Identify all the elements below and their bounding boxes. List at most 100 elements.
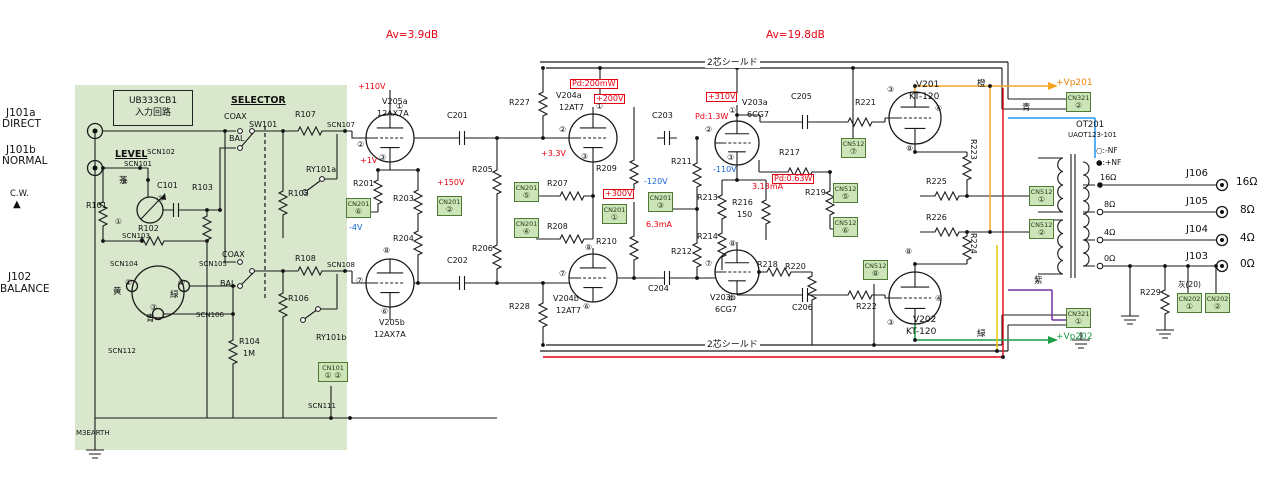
wire-orange: [914, 85, 1048, 232]
tube-v204a: [568, 113, 618, 163]
junction-dot: [872, 343, 876, 347]
resistor-r106: [277, 289, 289, 321]
resistor-r108: [294, 265, 326, 277]
tap-8-terminal: [1096, 208, 1104, 216]
junction-dot: [541, 343, 545, 347]
tap-0-terminal: [1096, 262, 1104, 270]
junction-dot: [913, 150, 917, 154]
capacitor-c203: [657, 131, 677, 145]
resistor-r211: [691, 159, 703, 191]
junction-dots: [101, 66, 1218, 420]
junction-dot: [541, 136, 545, 140]
junction-dot: [343, 269, 347, 273]
switch-contact: [302, 189, 308, 195]
jack-j102-connector: [131, 265, 185, 319]
resistor-r225: [931, 190, 963, 202]
junction-dot: [223, 129, 227, 133]
junction-dot: [281, 269, 285, 273]
junction-dot: [695, 207, 699, 211]
resistor-r219: [824, 187, 836, 219]
junction-dot: [541, 66, 545, 70]
jack-j104-pin: [1220, 238, 1224, 242]
jack-j101b-pin: [92, 165, 98, 171]
shield-rails: [540, 61, 1066, 352]
jack-j102-pin3: [151, 307, 165, 321]
tube-electrodes: [889, 92, 930, 144]
tube-electrodes: [569, 114, 607, 162]
tube-electrodes: [889, 272, 930, 324]
resistor-r208: [556, 233, 588, 245]
ground-symbols: [86, 315, 1174, 459]
colored-wires: [543, 82, 1096, 358]
junction-dot: [1001, 355, 1005, 359]
tube-v205a: [365, 113, 415, 163]
junction-dot: [218, 208, 222, 212]
junction-dot: [231, 312, 235, 316]
junction-dot: [495, 281, 499, 285]
resistor-r105: [277, 187, 289, 219]
jack-j105-pin: [1220, 210, 1224, 214]
capacitor-c202: [452, 276, 472, 290]
tap-4-terminal: [1096, 236, 1104, 244]
junction-dot: [343, 129, 347, 133]
junction-dot: [1186, 264, 1190, 268]
jacks: [86, 122, 1229, 321]
junction-dot: [695, 276, 699, 280]
vp201-arrowhead: [1048, 82, 1058, 90]
primary-winding: [1057, 157, 1064, 275]
junction-dot: [348, 416, 352, 420]
input-wiring: [94, 126, 497, 450]
ground-icon: [86, 449, 104, 459]
switch-contact: [249, 128, 255, 134]
switch-contact: [319, 176, 325, 182]
jack-j102-pin1: [125, 279, 139, 293]
wire-purple: [1008, 289, 1066, 321]
junction-dot: [913, 262, 917, 266]
junction-dot: [632, 276, 636, 280]
junction-dot: [988, 84, 992, 88]
resistor-r213: [716, 191, 728, 223]
tube-electrodes: [366, 114, 404, 162]
junction-dot: [913, 338, 917, 342]
resistor-r224: [961, 232, 973, 264]
resistor-r221: [844, 116, 876, 128]
resistor-r228: [537, 299, 549, 331]
input-circuit-region: [75, 85, 347, 450]
resistor-r220: [806, 272, 818, 304]
jack-j105-connector: [1215, 205, 1229, 219]
pot-wiper: [140, 198, 161, 220]
input-block-subtitle: 入力回路: [134, 108, 171, 118]
resistor-r101: [97, 198, 109, 230]
junction-dot: [138, 166, 142, 170]
jack-j106-connector: [1215, 178, 1229, 192]
junction-dot: [591, 194, 595, 198]
junction-dot: [965, 194, 969, 198]
resistor-r206: [491, 241, 503, 273]
tube-electrodes: [569, 254, 607, 302]
junction-dot: [205, 208, 209, 212]
resistor-r204: [412, 227, 424, 259]
switch-contact: [237, 259, 243, 265]
junction-dot: [988, 230, 992, 234]
resistor-r217: [784, 166, 816, 178]
input-block-title: UB333CB1: [128, 96, 178, 107]
switch-contacts: [237, 128, 325, 323]
resistor-r205: [491, 166, 503, 198]
resistor-r103: [201, 212, 213, 244]
resistor-r107: [294, 125, 326, 137]
resistor-r203: [412, 186, 424, 218]
resistor-r201: [372, 176, 384, 208]
junction-dot: [735, 178, 739, 182]
resistor-r222: [844, 289, 876, 301]
resistor-r214: [716, 229, 728, 261]
capacitor-c204: [657, 271, 677, 285]
resistor-r216: [760, 196, 772, 228]
junction-dot: [1128, 264, 1132, 268]
junction-dot: [735, 113, 739, 117]
tube-v203b: [714, 249, 760, 295]
resistor-r207: [556, 190, 588, 202]
tube-electrodes: [715, 250, 750, 294]
junction-dot: [376, 168, 380, 172]
junction-dot: [146, 178, 150, 182]
